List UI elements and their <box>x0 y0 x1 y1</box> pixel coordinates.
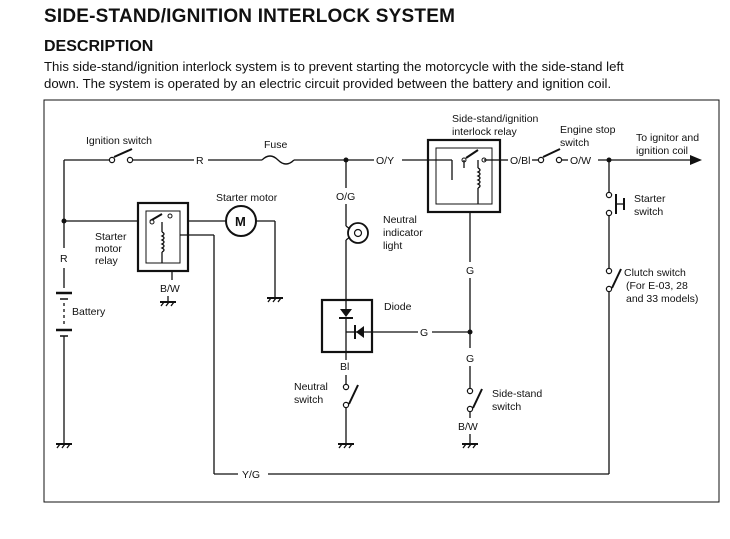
neutral-switch-label-2: switch <box>294 394 323 406</box>
arrow-to-ignitor <box>690 155 702 165</box>
starter-motor: M <box>225 205 257 237</box>
starter-switch <box>605 191 625 217</box>
wire-label-bw-relay: B/W <box>160 283 180 295</box>
side-stand-switch-label-2: switch <box>492 401 521 413</box>
section-heading: DESCRIPTION <box>44 38 154 55</box>
interlock-relay-label-2: interlock relay <box>452 126 518 138</box>
to-ignitor-label-2: ignition coil <box>636 145 688 157</box>
side-stand-switch-label-1: Side-stand <box>492 388 542 400</box>
wire-label-ow: O/W <box>570 155 591 167</box>
ground-relay <box>160 301 176 307</box>
starter-motor-relay <box>136 201 190 273</box>
starter-relay-label-1: Starter <box>95 231 127 243</box>
ground-motor <box>267 297 283 303</box>
starter-motor-label: Starter motor <box>216 192 278 204</box>
clutch-switch-label-3: and 33 models) <box>626 293 698 305</box>
interlock-relay-label-1: Side-stand/ignition <box>452 113 539 125</box>
wire-label-r-left: R <box>60 253 68 265</box>
page-title: SIDE-STAND/IGNITION INTERLOCK SYSTEM <box>44 6 456 27</box>
starter-motor-symbol: M <box>235 214 246 229</box>
fuse <box>261 155 295 165</box>
engine-stop-switch <box>537 148 563 164</box>
ground-neutral <box>338 443 354 449</box>
starter-switch-label-1: Starter <box>634 193 666 205</box>
engine-stop-label-2: switch <box>560 137 589 149</box>
neutral-light-label-1: Neutral <box>383 214 417 226</box>
description-text: This side-stand/ignition interlock syste… <box>44 58 624 92</box>
ignition-switch <box>108 148 134 164</box>
description-line-1: This side-stand/ignition interlock syste… <box>44 59 624 74</box>
starter-relay-label-3: relay <box>95 255 119 267</box>
starter-relay-label-2: motor <box>95 243 122 255</box>
interlock-relay <box>426 138 502 214</box>
clutch-switch-label-1: Clutch switch <box>624 267 686 279</box>
ground-side-stand <box>462 443 478 449</box>
starter-switch-label-2: switch <box>634 206 663 218</box>
description-line-2: down. The system is operated by an elect… <box>44 76 612 91</box>
wire-label-bw-stand: B/W <box>458 421 478 433</box>
fuse-label: Fuse <box>264 139 288 151</box>
neutral-light-label-3: light <box>383 240 402 252</box>
wire-label-g-lower: G <box>466 353 474 365</box>
wire-label-yg: Y/G <box>242 469 260 481</box>
neutral-switch-label-1: Neutral <box>294 381 328 393</box>
wire-label-g-diode: G <box>420 327 428 339</box>
side-stand-switch <box>466 387 483 413</box>
neutral-indicator-light <box>345 222 369 244</box>
wire-label-og: O/G <box>336 191 355 203</box>
wire-label-oy: O/Y <box>376 155 394 167</box>
to-ignitor-label-1: To ignitor and <box>636 132 699 144</box>
wire-label-bl: Bl <box>340 361 349 373</box>
neutral-light-label-2: indicator <box>383 227 423 239</box>
ground-battery <box>56 443 72 449</box>
battery-label: Battery <box>72 306 106 318</box>
clutch-switch <box>605 267 622 293</box>
diode-label: Diode <box>384 301 412 313</box>
ignition-switch-label: Ignition switch <box>86 135 152 147</box>
wire-label-g-upper: G <box>466 265 474 277</box>
engine-stop-label-1: Engine stop <box>560 124 616 136</box>
wire-label-r-top: R <box>196 155 204 167</box>
diagram-frame <box>43 99 720 503</box>
diode <box>320 298 374 354</box>
neutral-switch <box>342 383 359 409</box>
wire-label-obl: O/Bl <box>510 155 530 167</box>
battery <box>56 291 72 337</box>
clutch-switch-label-2: (For E-03, 28 <box>626 280 688 292</box>
